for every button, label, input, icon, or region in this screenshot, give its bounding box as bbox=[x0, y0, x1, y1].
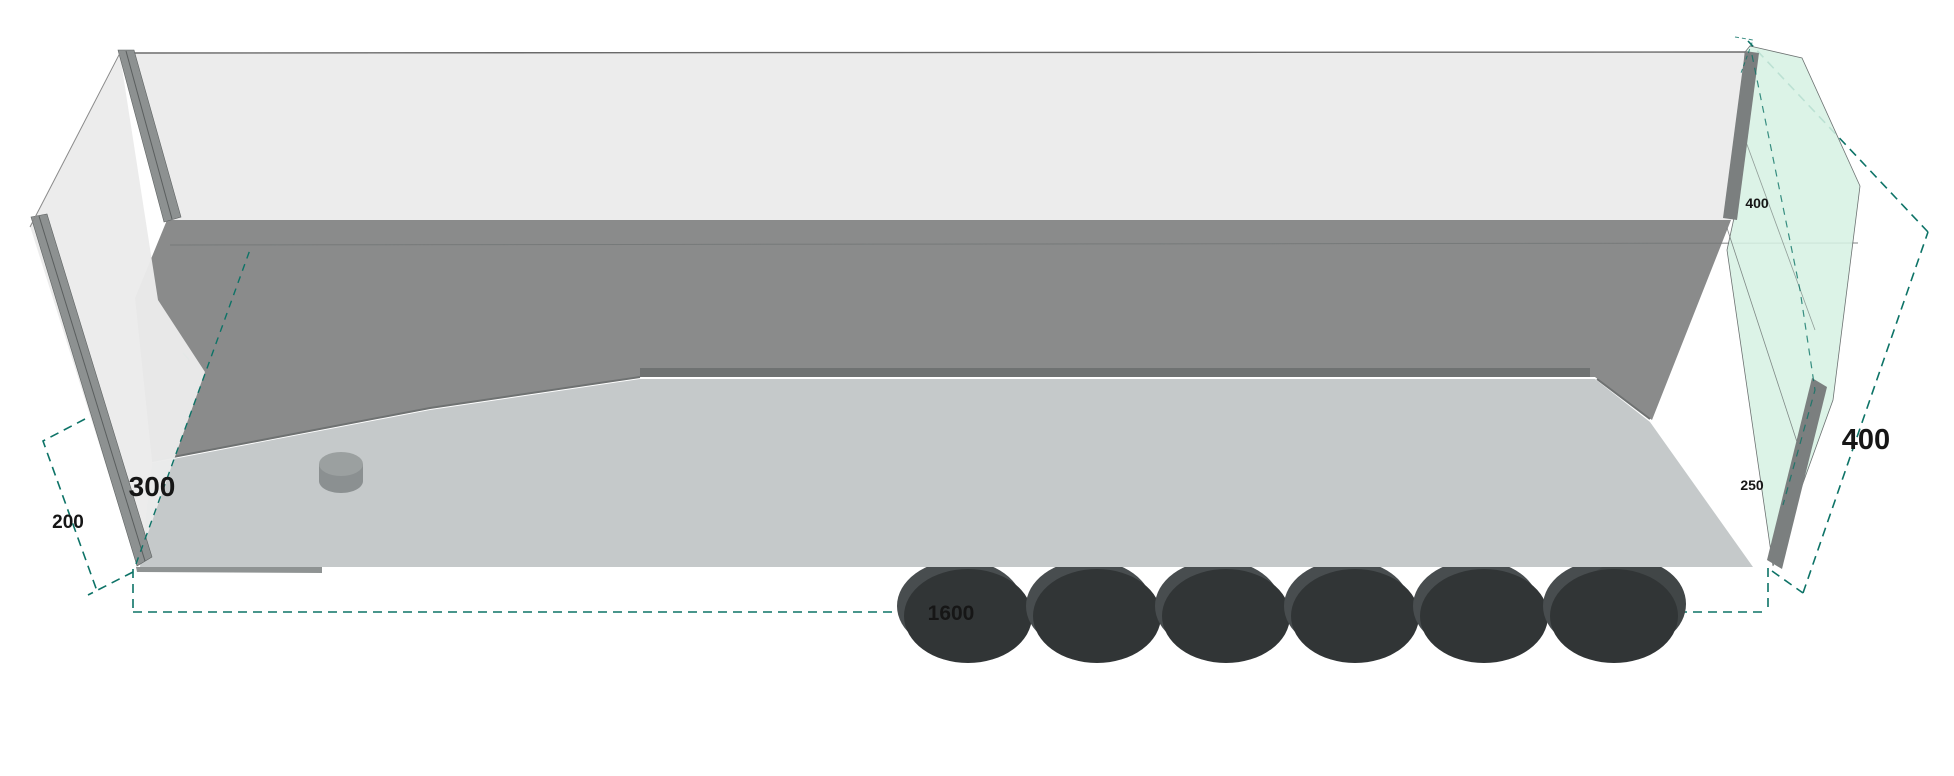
wheel bbox=[1155, 560, 1290, 663]
cargo-item bbox=[319, 452, 363, 493]
dimension-labels: 300 200 1600 400 250 400 bbox=[52, 195, 1890, 625]
trailer-far-wall bbox=[119, 51, 1751, 220]
right-height-dimension-line bbox=[1802, 231, 1929, 594]
left-end-face bbox=[30, 55, 205, 564]
left-outer-edge bbox=[29, 52, 121, 228]
dimension-label-left-small: 200 bbox=[52, 512, 84, 533]
wheel bbox=[897, 560, 1032, 663]
near-wall-top-edge-line bbox=[169, 242, 1859, 246]
trailer-interior-shadow bbox=[135, 220, 1859, 462]
wheel bbox=[1284, 560, 1419, 663]
wheel bbox=[1026, 560, 1161, 663]
trailer-floor bbox=[136, 379, 1753, 573]
right-near-post bbox=[1723, 51, 1759, 220]
dimension-label-right-lower: 250 bbox=[1740, 477, 1764, 493]
left-end-wall bbox=[29, 49, 205, 567]
right-lower-post bbox=[1767, 378, 1827, 569]
left-near-post bbox=[30, 213, 153, 567]
left-offset-dimension-line bbox=[42, 418, 98, 592]
right-dimension-elbow bbox=[1771, 570, 1804, 594]
dimension-label-left-large: 300 bbox=[129, 471, 176, 502]
wheels bbox=[897, 560, 1686, 663]
dimension-label-right-upper: 400 bbox=[1745, 195, 1769, 211]
wheel bbox=[1413, 560, 1548, 663]
right-inner-witness-dashes bbox=[1751, 54, 1816, 506]
dimension-label-right-large: 400 bbox=[1842, 424, 1890, 456]
wheel bbox=[1543, 560, 1686, 663]
right-end-panel bbox=[1723, 36, 1861, 569]
dimension-label-length: 1600 bbox=[928, 602, 975, 625]
left-corner-tick bbox=[87, 571, 134, 596]
floor-edge-strip bbox=[136, 567, 322, 573]
left-width-dimension-line bbox=[135, 246, 252, 565]
